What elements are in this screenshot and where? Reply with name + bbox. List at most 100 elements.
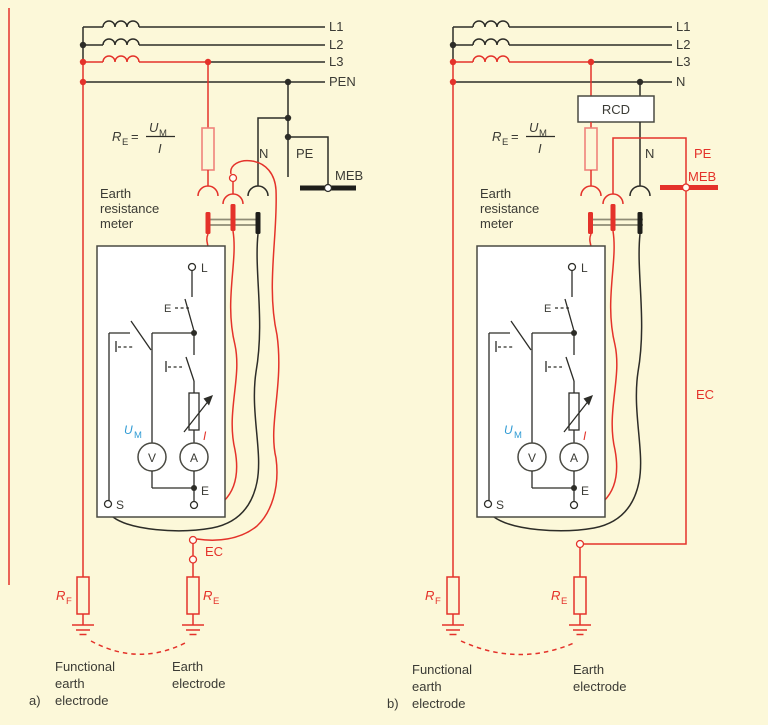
svg-text:M: M <box>539 128 547 139</box>
line-label-l3-a: L3 <box>329 54 343 69</box>
svg-text:meter: meter <box>480 216 514 231</box>
svg-text:earth: earth <box>55 676 85 691</box>
ec-conductor-b <box>584 191 687 545</box>
rcd-box <box>577 95 655 123</box>
svg-text:electrode: electrode <box>172 676 225 691</box>
svg-text:R: R <box>492 129 501 144</box>
line-label-pen-a: PEN <box>329 74 356 89</box>
meb-label-b: MEB <box>688 169 716 184</box>
coil-l1-b <box>472 20 510 28</box>
socket-contact-pe-a <box>222 193 244 205</box>
functional-electrode-b: R F <box>425 576 465 636</box>
pe-open-terminal-a <box>228 173 238 183</box>
socket-contact-l-a <box>197 185 219 197</box>
svg-text:electrode: electrode <box>55 693 108 708</box>
diagram-a: L1 L2 L3 PEN R E = U M I <box>29 19 363 708</box>
ec-joint-a: EC <box>188 535 223 577</box>
svg-text:R: R <box>551 588 560 603</box>
pe-contact-a <box>196 159 280 541</box>
svg-text:resistance: resistance <box>480 201 539 216</box>
rcd-label: RCD <box>602 102 630 117</box>
coil-l2-a <box>102 38 140 46</box>
fig-letter-a: a) <box>29 693 41 708</box>
test-plug-b <box>588 204 643 234</box>
earth-resistance-meter-a <box>96 245 226 518</box>
earth-resistance-meter-b <box>476 245 606 518</box>
svg-text:R: R <box>203 588 212 603</box>
svg-text:I: I <box>538 141 542 156</box>
svg-text:U: U <box>529 120 539 135</box>
supply-lines-a: L1 L2 L3 PEN <box>79 19 356 577</box>
svg-text:E: E <box>122 137 128 148</box>
svg-text:Earth: Earth <box>480 186 511 201</box>
ec-label-b: EC <box>696 387 714 402</box>
plug-prong-pe-a <box>230 204 236 231</box>
svg-text:Functional: Functional <box>55 659 115 674</box>
svg-text:M: M <box>159 128 167 139</box>
plug-prong-l-b <box>588 212 593 234</box>
plug-prong-n-b <box>637 212 643 234</box>
earth-electrode-b: R E <box>551 576 592 636</box>
svg-text:F: F <box>66 596 72 607</box>
svg-text:resistance: resistance <box>100 201 159 216</box>
plug-prong-pe-b <box>610 204 616 231</box>
meter-name-a: Earth resistance meter <box>100 186 159 231</box>
socket-contact-n-b <box>629 185 651 197</box>
pe-meb-ec-b: PE MEB EC <box>575 137 718 577</box>
svg-text:Earth: Earth <box>100 186 131 201</box>
soil-coupling-a <box>90 640 188 655</box>
caption-b: Functional earth electrode b) Earth elec… <box>387 662 626 711</box>
coil-l2-b <box>472 38 510 46</box>
pe-conductor-b <box>612 137 687 194</box>
svg-text:electrode: electrode <box>412 696 465 711</box>
meb-terminal-b <box>681 183 691 192</box>
fuse-branch-a <box>197 62 219 197</box>
soil-coupling-b <box>460 640 575 656</box>
svg-text:U: U <box>149 120 159 135</box>
caption-a: Functional earth electrode a) Earth elec… <box>29 659 225 708</box>
svg-text:earth: earth <box>412 679 442 694</box>
supply-lines-b: L1 L2 L3 N <box>449 19 690 577</box>
line-label-l2-b: L2 <box>676 37 690 52</box>
pe-label-a: PE <box>296 146 314 161</box>
line-label-l3-b: L3 <box>676 54 690 69</box>
svg-text:electrode: electrode <box>573 679 626 694</box>
svg-text:R: R <box>56 588 65 603</box>
svg-text:Earth: Earth <box>172 659 203 674</box>
svg-text:E: E <box>213 596 219 607</box>
svg-text:E: E <box>561 596 567 607</box>
functional-electrode-a: R F <box>56 576 95 636</box>
line-label-n-b: N <box>676 74 685 89</box>
svg-text:R: R <box>425 588 434 603</box>
test-plug-a <box>205 204 261 234</box>
svg-text:meter: meter <box>100 216 134 231</box>
pen-branch-a: N PE MEB <box>247 82 363 197</box>
rcd-branch-b: RCD N <box>577 62 655 197</box>
svg-text:=: = <box>131 129 139 144</box>
svg-text:=: = <box>511 129 519 144</box>
svg-text:R: R <box>112 129 121 144</box>
diagram-b: L1 L2 L3 N R E = U M I RCD N <box>387 19 718 711</box>
ec-terminal-b <box>575 539 585 549</box>
coil-l3-a <box>102 55 140 63</box>
pe-label-b: PE <box>694 146 712 161</box>
coil-l1-a <box>102 20 140 28</box>
socket-contact-l-b <box>580 185 602 197</box>
ec-label-a: EC <box>205 544 223 559</box>
svg-text:F: F <box>435 596 441 607</box>
line-label-l1-b: L1 <box>676 19 690 34</box>
svg-text:I: I <box>158 141 162 156</box>
ec-lead-wire-a <box>196 159 280 541</box>
earth-electrode-a: R E <box>181 576 219 636</box>
meter-name-b: Earth resistance meter <box>480 186 539 231</box>
coil-l3-b <box>472 55 510 63</box>
plug-prong-l-a <box>205 212 211 234</box>
meb-terminal-a <box>323 183 333 193</box>
formula-b: R E = U M I <box>492 120 555 156</box>
line-label-l2-a: L2 <box>329 37 343 52</box>
meb-label-a: MEB <box>335 168 363 183</box>
n-label-a: N <box>259 146 268 161</box>
line-label-l1-a: L1 <box>329 19 343 34</box>
